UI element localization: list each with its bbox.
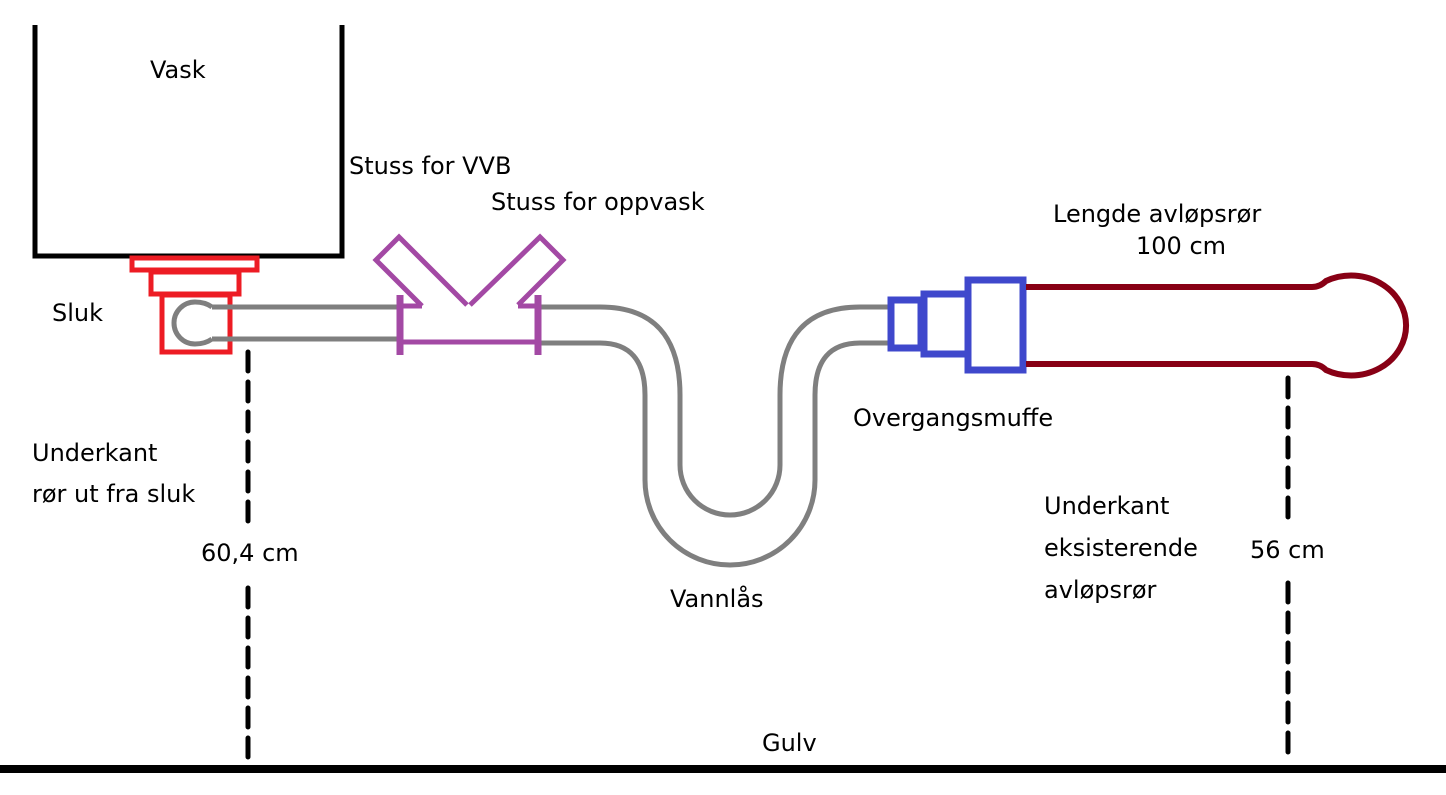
- drain-measure-label-line2: rør ut fra sluk: [32, 480, 195, 508]
- stub-vvb-label: Stuss for VVB: [349, 152, 511, 180]
- trap-inner-wall: [540, 340, 892, 568]
- dimension-drain-outlet: Underkant rør ut fra sluk 60,4 cm: [32, 349, 299, 761]
- existing-measure-label-line1: Underkant: [1044, 492, 1169, 520]
- sink: Vask: [32, 25, 345, 259]
- drain-body: [159, 292, 233, 355]
- existing-pipe-outline: [1026, 272, 1409, 379]
- dimension-existing-pipe: Underkant eksisterende avløpsrør 56 cm: [1044, 375, 1325, 756]
- stub-dishwasher-label: Stuss for oppvask: [491, 188, 705, 216]
- stub-vvb: [372, 233, 469, 308]
- adapter-label: Overgangsmuffe: [853, 404, 1053, 432]
- adapter: [887, 276, 1027, 374]
- adapter-mid: [920, 290, 972, 358]
- sink-label: Vask: [150, 56, 206, 84]
- existing-measure-label-line2: eksisterende: [1044, 534, 1198, 562]
- drain-measure-label-line1: Underkant: [32, 439, 157, 467]
- trap-pipe: Vannlås: [171, 299, 892, 613]
- existing-pipe-label-line1: Lengde avløpsrør: [1053, 200, 1261, 228]
- floor: Gulv: [0, 729, 1446, 773]
- drain-label: Sluk: [52, 299, 103, 327]
- drain: Sluk: [52, 255, 260, 355]
- trap-label: Vannlås: [670, 584, 764, 613]
- existing-pipe: [1026, 272, 1409, 379]
- drain-measure-value: 60,4 cm: [201, 539, 299, 567]
- drain-flange-top: [129, 255, 260, 273]
- drain-flange-mid: [148, 269, 242, 297]
- trap-outer-wall: [540, 304, 892, 518]
- existing-pipe-label-line2: 100 cm: [1136, 232, 1226, 260]
- pipe-outlet-bulb: [171, 299, 214, 347]
- adapter-large: [964, 276, 1027, 374]
- adapter-small: [887, 296, 925, 352]
- existing-measure-label-line3: avløpsrør: [1044, 576, 1157, 604]
- tee-fitting: [372, 233, 567, 355]
- stub-dishwasher: [468, 233, 567, 307]
- floor-label: Gulv: [762, 729, 817, 757]
- existing-measure-value: 56 cm: [1250, 536, 1325, 564]
